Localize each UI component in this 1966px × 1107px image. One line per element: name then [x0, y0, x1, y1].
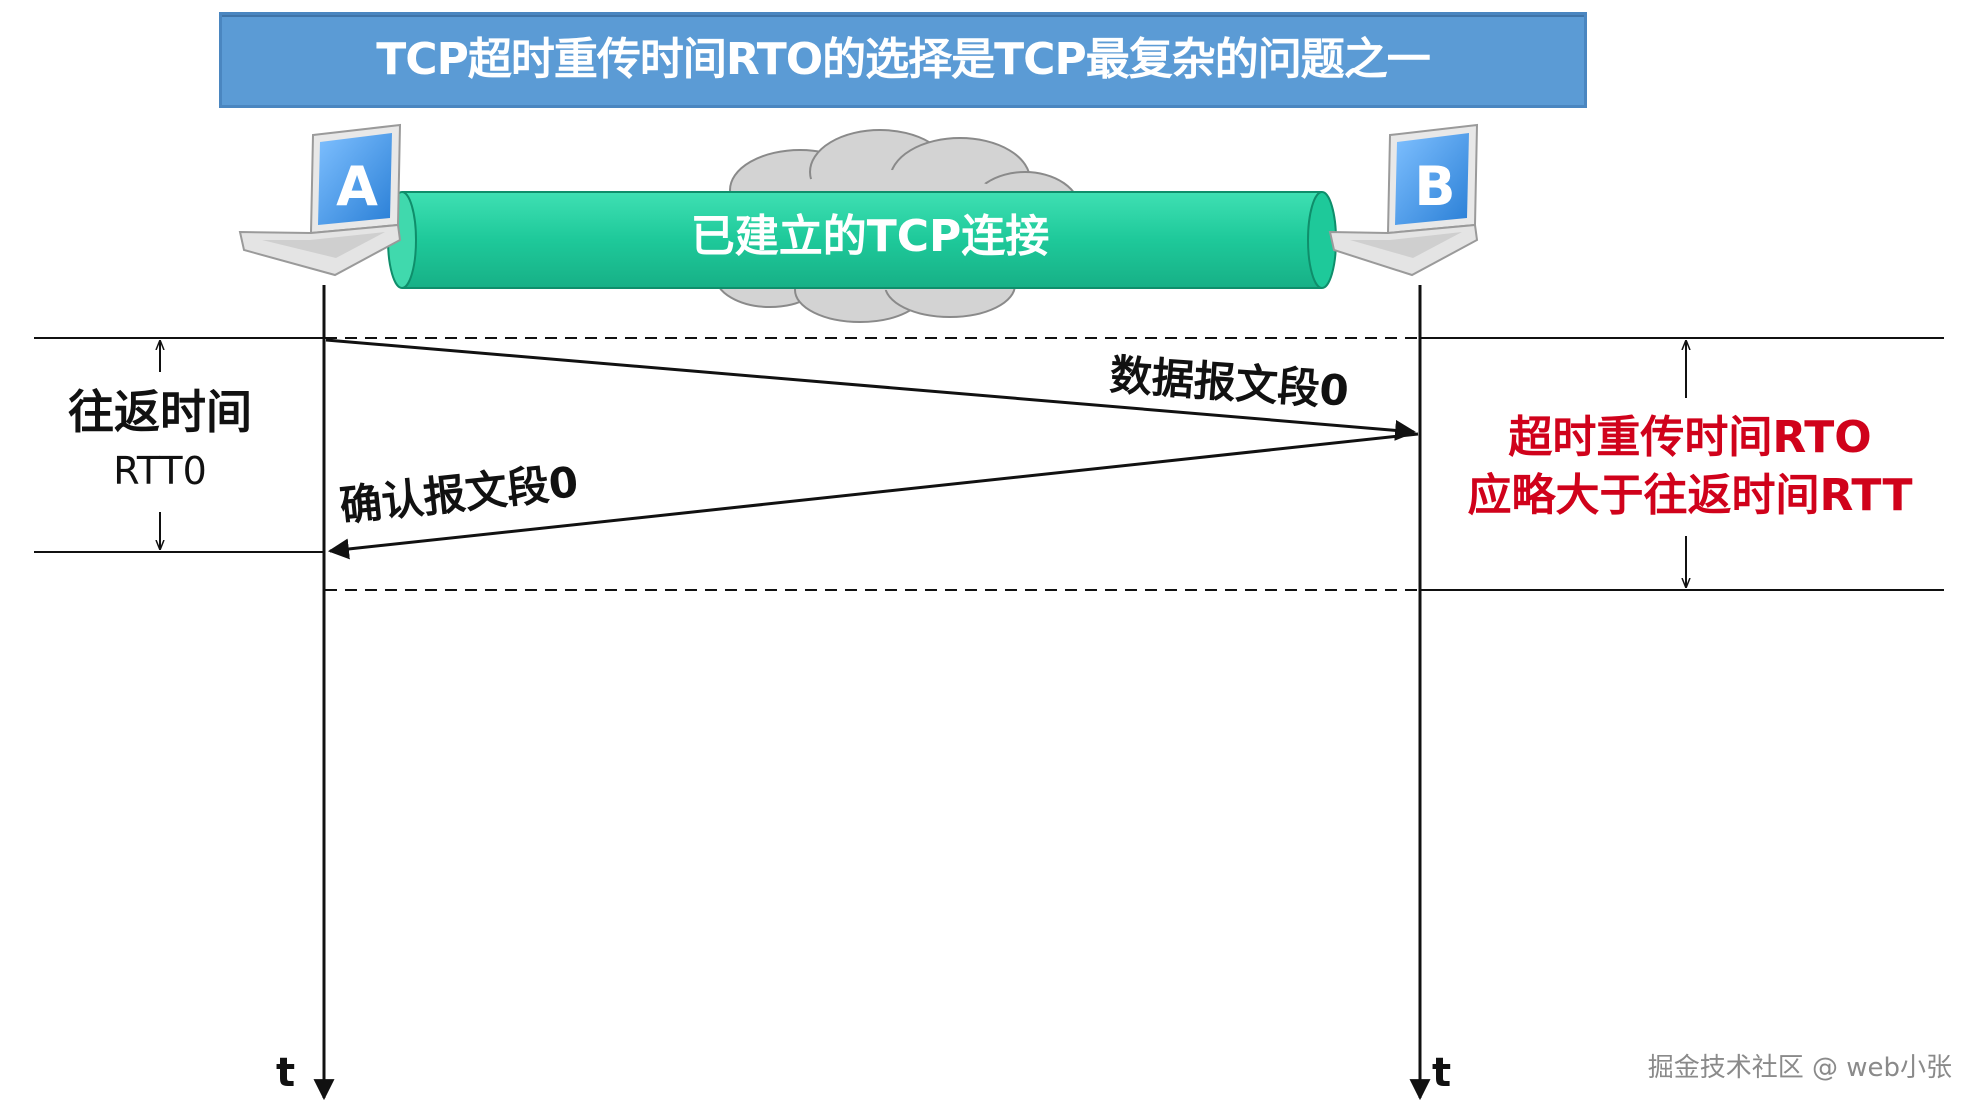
- data-segment-arrow: [325, 338, 1417, 441]
- rtt-label-line2: RTT0: [113, 449, 207, 493]
- left-time-axis-label: t: [276, 1050, 296, 1096]
- ack-segment-arrow: [327, 432, 1419, 560]
- connection-label: 已建立的TCP连接: [690, 211, 1050, 262]
- dashed-guide-lines: [325, 337, 1420, 591]
- right-time-axis-label: t: [1432, 1050, 1452, 1096]
- node-b-label: B: [1414, 155, 1456, 218]
- title-banner: [219, 12, 1587, 108]
- rto-label-line1: 超时重传时间RTO: [1508, 412, 1872, 463]
- time-reference-lines: [34, 337, 1944, 591]
- page-title: TCP超时重传时间RTO的选择是TCP最复杂的问题之一: [376, 34, 1430, 85]
- node-a-label: A: [336, 155, 378, 218]
- watermark: 掘金技术社区 @ web小张: [1647, 1053, 1952, 1083]
- rtt-label-line1: 往返时间: [68, 385, 252, 439]
- timeline-axes: [313, 285, 1431, 1101]
- rto-label-line2: 应略大于往返时间RTT: [1467, 470, 1913, 521]
- laptop-a-icon: [238, 123, 402, 277]
- tcp-connection-tube: [387, 191, 1337, 289]
- laptop-b-icon: [1328, 123, 1479, 277]
